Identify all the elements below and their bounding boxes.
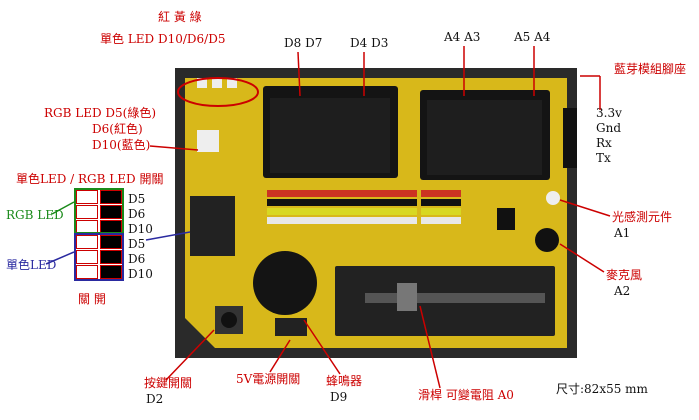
buzzer-label: 蜂鳴器 — [326, 374, 363, 388]
size-label: 尺寸:82x55 mm — [556, 382, 648, 396]
pcb-board — [175, 68, 577, 358]
light-sensor — [546, 191, 560, 205]
switch-pin: D5 — [128, 192, 146, 206]
dip-switch — [190, 196, 235, 256]
single-led-label: 單色 LED D10/D6/D5 — [100, 32, 226, 46]
bluetooth-header — [563, 108, 577, 168]
bt-pin: Rx — [596, 136, 612, 150]
switch-onoff-label: 關 開 — [78, 292, 106, 306]
rgb-led-label-3: D10(藍色) — [92, 138, 151, 152]
buzzer — [253, 251, 317, 315]
light-sensor-pin: A1 — [614, 226, 631, 240]
mic-pin: A2 — [614, 284, 631, 298]
pcb-drawing — [175, 68, 577, 358]
power-switch-label: 5V電源開關 — [236, 372, 301, 386]
d4d3-label: D4 D3 — [350, 36, 389, 50]
bluetooth-label: 藍芽模組腳座 — [614, 62, 687, 76]
switch-rgb-label: RGB LED — [6, 208, 64, 222]
bt-pin: Gnd — [596, 121, 621, 135]
bt-pin: Tx — [596, 151, 611, 165]
rgb-led — [197, 130, 219, 152]
mic-label: 麥克風 — [606, 268, 643, 282]
switch-legend — [74, 188, 124, 281]
a5a4-label: A5 A4 — [514, 30, 551, 44]
switch-single-label: 單色LED — [6, 258, 57, 272]
switch-pin: D6 — [128, 207, 146, 221]
microphone — [535, 228, 559, 252]
led-color-label: 紅 黃 綠 — [158, 10, 202, 24]
rgb-led-label-1: RGB LED D5(綠色) — [44, 106, 157, 120]
button-label: 按鍵開關 — [144, 376, 193, 390]
slider-label: 滑桿 可變電阻 A0 — [418, 388, 514, 402]
header-pins — [267, 190, 461, 224]
power-switch — [275, 318, 307, 336]
switch-pin: D6 — [128, 252, 146, 266]
rgb-led-label-2: D6(紅色) — [92, 122, 143, 136]
light-sensor-label: 光感測元件 — [612, 210, 673, 224]
switch-pin-list: D5 D6 D10 D5 D6 D10 — [128, 192, 153, 282]
d8d7-label: D8 D7 — [284, 36, 323, 50]
switch-pin: D10 — [128, 222, 153, 236]
switch-pin: D10 — [128, 267, 153, 281]
button-pin: D2 — [146, 392, 164, 406]
switch-title: 單色LED / RGB LED 開關 — [16, 172, 164, 186]
a4a3-label: A4 A3 — [444, 30, 481, 44]
bluetooth-pin-list: 3.3v Gnd Rx Tx — [596, 106, 622, 166]
bt-pin: 3.3v — [596, 106, 622, 120]
buzzer-pin: D9 — [330, 390, 348, 404]
switch-pin: D5 — [128, 237, 146, 251]
